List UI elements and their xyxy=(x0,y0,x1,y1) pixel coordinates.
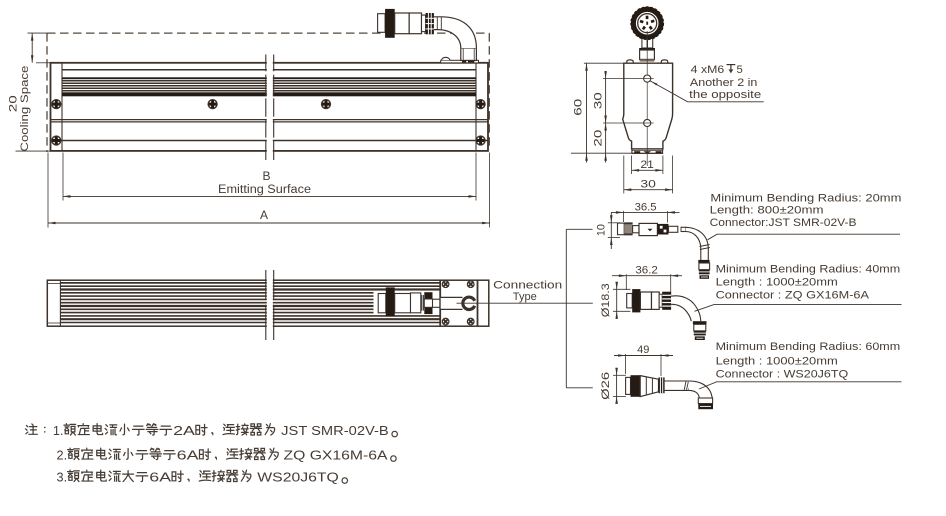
svg-text:21: 21 xyxy=(640,159,654,171)
svg-text:10: 10 xyxy=(596,224,608,236)
svg-text:5: 5 xyxy=(737,64,743,76)
svg-text:Minimum Bending Radius: 60mm: Minimum Bending Radius: 60mm xyxy=(716,341,901,353)
svg-text:Minimum Bending Radius: 20mm: Minimum Bending Radius: 20mm xyxy=(710,192,901,204)
svg-text:Ø26: Ø26 xyxy=(600,372,612,400)
svg-text:Connector:JST SMR-02V-B: Connector:JST SMR-02V-B xyxy=(710,217,857,229)
svg-text:2A: 2A xyxy=(173,423,195,438)
svg-text:20: 20 xyxy=(7,95,19,112)
svg-text:B: B xyxy=(262,169,270,183)
svg-text:Length : 1000±20mm: Length : 1000±20mm xyxy=(716,355,838,367)
svg-text:Length : 1000±20mm: Length : 1000±20mm xyxy=(716,277,838,289)
svg-text:2.: 2. xyxy=(57,448,68,463)
svg-text:the opposite: the opposite xyxy=(689,89,761,101)
svg-text:30: 30 xyxy=(640,179,656,191)
svg-text:49: 49 xyxy=(637,344,649,356)
svg-text:Minimum Bending Radius: 40mm: Minimum Bending Radius: 40mm xyxy=(716,264,901,276)
svg-text:6A: 6A xyxy=(149,470,171,485)
svg-text:20: 20 xyxy=(592,130,604,147)
svg-text:Connector : ZQ GX16M-6A: Connector : ZQ GX16M-6A xyxy=(716,290,870,302)
svg-text:Type: Type xyxy=(513,291,537,303)
svg-text:6A: 6A xyxy=(177,448,199,463)
svg-text:36.5: 36.5 xyxy=(635,201,657,213)
svg-text:30: 30 xyxy=(592,92,604,109)
svg-text:36.2: 36.2 xyxy=(635,265,658,277)
svg-text:A: A xyxy=(260,208,268,222)
svg-text:Another 2 in: Another 2 in xyxy=(690,77,758,89)
svg-text:Connector : WS20J6TQ: Connector : WS20J6TQ xyxy=(716,368,849,380)
svg-text:4 xM6: 4 xM6 xyxy=(691,64,725,76)
svg-text:WS20J6TQ: WS20J6TQ xyxy=(257,470,339,485)
svg-text:Length: 800±20mm: Length: 800±20mm xyxy=(710,204,824,216)
svg-text:3.: 3. xyxy=(57,470,68,485)
svg-text:Emitting Surface: Emitting Surface xyxy=(218,184,311,196)
svg-text:1.: 1. xyxy=(53,423,64,438)
svg-text:Connection: Connection xyxy=(493,280,562,292)
svg-text:Ø18.3: Ø18.3 xyxy=(600,283,612,317)
svg-text:JST SMR-02V-B: JST SMR-02V-B xyxy=(281,423,389,438)
svg-text:Cooling Space: Cooling Space xyxy=(19,66,31,152)
svg-text:ZQ GX16M-6A: ZQ GX16M-6A xyxy=(284,448,388,463)
svg-text:60: 60 xyxy=(573,99,585,116)
